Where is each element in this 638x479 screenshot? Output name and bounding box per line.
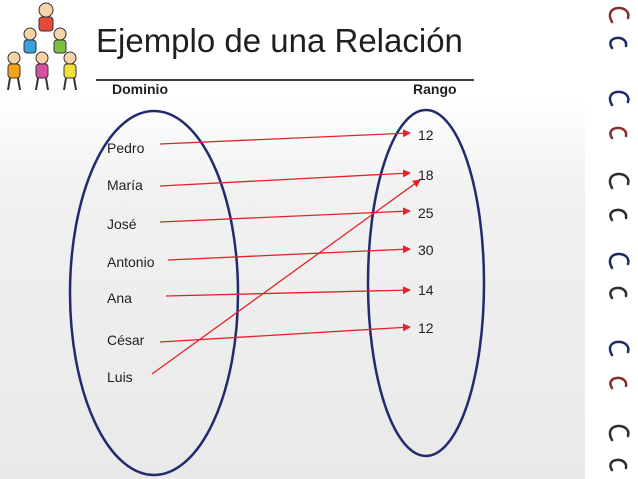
domain-item: María (107, 177, 143, 193)
domain-item: Antonio (107, 254, 155, 270)
range-item: 12 (418, 127, 434, 143)
range-item: 12 (418, 320, 434, 336)
domain-item: Ana (107, 290, 132, 306)
domain-item: César (107, 332, 145, 348)
range-heading: Rango (413, 81, 457, 97)
relation-arrow (165, 286, 411, 297)
header-divider (96, 79, 474, 81)
relation-arrow (151, 179, 421, 375)
domain-item: Luis (107, 369, 133, 385)
relation-arrow (159, 129, 411, 145)
range-item: 25 (418, 205, 434, 221)
relation-arrow (159, 169, 411, 187)
domain-item: Pedro (107, 140, 145, 156)
range-item: 18 (418, 167, 434, 183)
domain-heading: Dominio (112, 81, 168, 97)
range-item: 30 (418, 242, 434, 258)
relation-arrow (159, 207, 411, 223)
decorative-ribbon (608, 6, 630, 472)
relation-arrow (159, 323, 411, 343)
domain-item: José (107, 216, 137, 232)
domain-ellipse (68, 109, 240, 477)
range-ellipse (366, 108, 486, 458)
relation-arrow (167, 245, 411, 261)
children-pyramid-image (7, 2, 77, 91)
range-item: 14 (418, 282, 434, 298)
slide-title: Ejemplo de una Relación (96, 22, 463, 59)
